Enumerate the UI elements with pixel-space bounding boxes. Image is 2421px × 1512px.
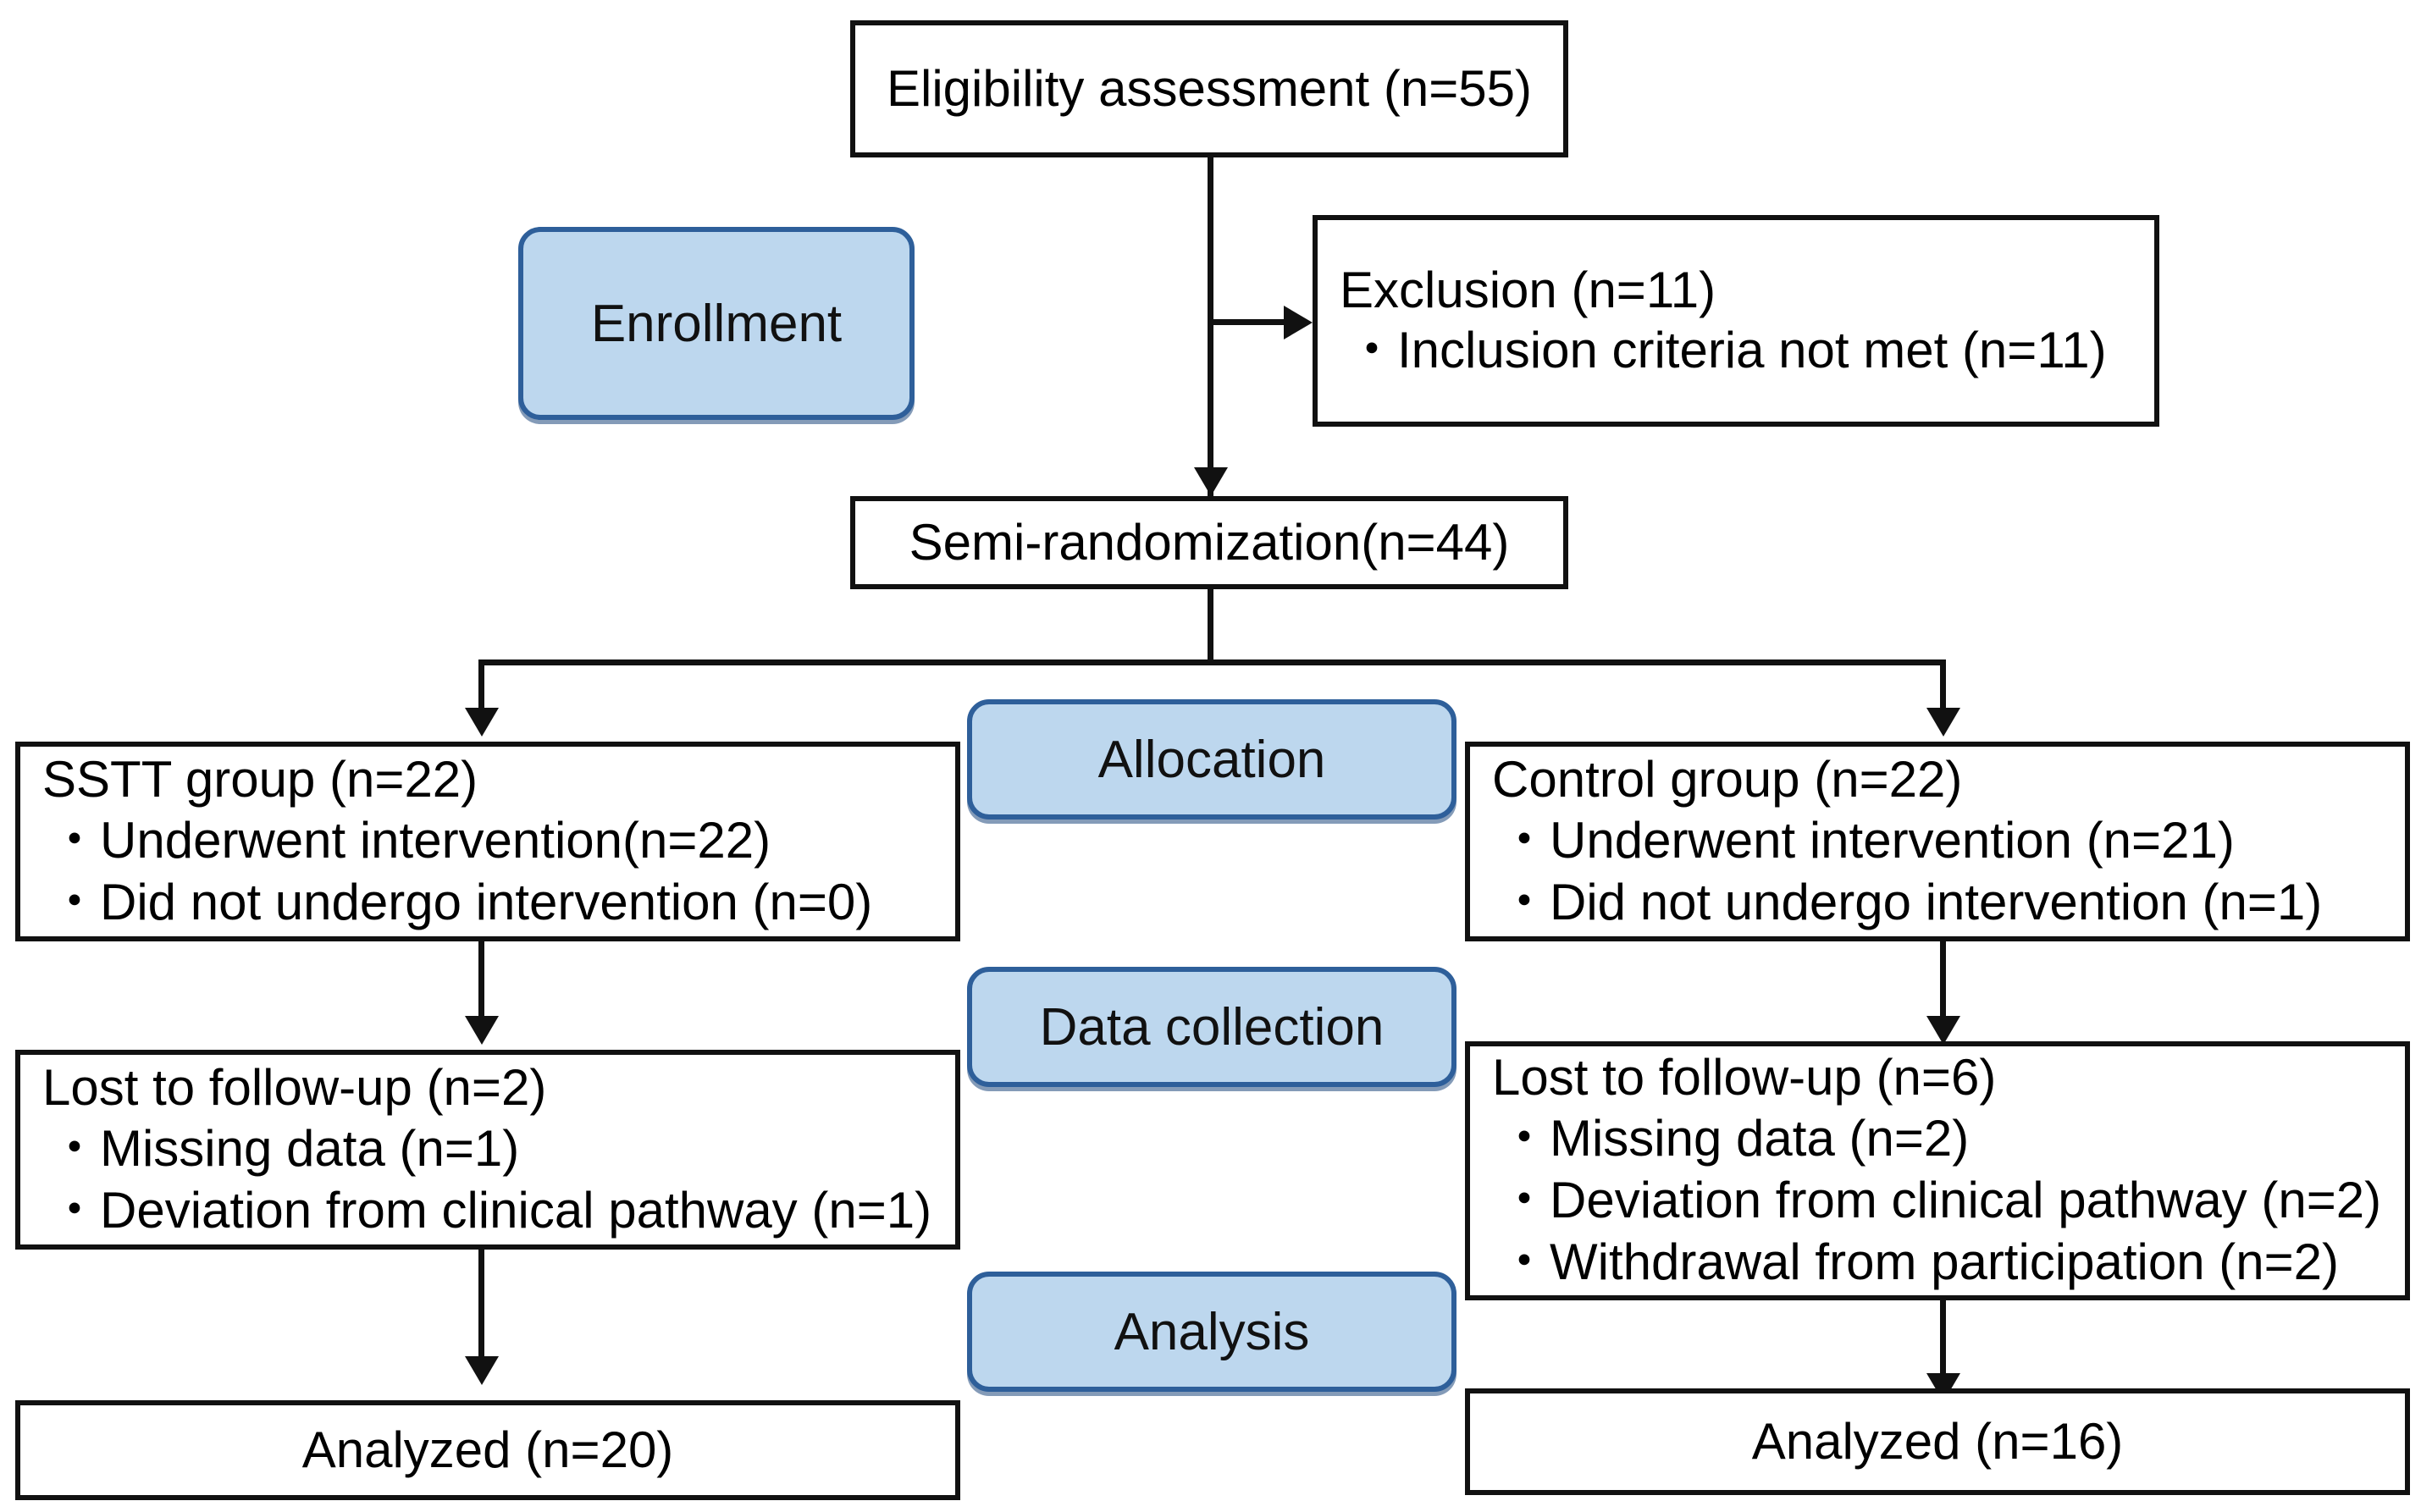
arrowhead-to-randomization bbox=[1194, 467, 1228, 496]
sstt-followup-title: Lost to follow-up (n=2) bbox=[42, 1059, 547, 1117]
eligibility-assessment-title: Eligibility assessment (n=55) bbox=[887, 60, 1532, 118]
control-allocation-title: Control group (n=22) bbox=[1492, 751, 1963, 808]
connector-randomization-stem bbox=[1208, 589, 1213, 662]
arrowhead-to-sstt-group bbox=[465, 708, 499, 737]
sstt-allocation-item-0: Underwent intervention(n=22) bbox=[20, 809, 955, 871]
stage-label-enrollment: Enrollment bbox=[518, 227, 915, 420]
connector-eligibility-to-randomization bbox=[1208, 157, 1213, 496]
connector-split-right-drop bbox=[1940, 659, 1946, 709]
semi-randomization-title: Semi-randomization(n=44) bbox=[909, 514, 1510, 571]
arrowhead-to-control-followup bbox=[1926, 1016, 1960, 1045]
node-control-followup: Lost to follow-up (n=6) Missing data (n=… bbox=[1465, 1041, 2410, 1300]
stage-label-analysis: Analysis bbox=[967, 1272, 1456, 1392]
connector-to-exclusion bbox=[1210, 319, 1303, 325]
sstt-allocation-title: SSTT group (n=22) bbox=[42, 751, 478, 808]
control-followup-item-0: Missing data (n=2) bbox=[1470, 1107, 2405, 1169]
node-control-analyzed: Analyzed (n=16) bbox=[1465, 1388, 2410, 1495]
node-control-allocation: Control group (n=22) Underwent intervent… bbox=[1465, 742, 2410, 941]
control-followup-title: Lost to follow-up (n=6) bbox=[1492, 1049, 1997, 1106]
node-semi-randomization: Semi-randomization(n=44) bbox=[850, 496, 1568, 589]
arrowhead-to-control-group bbox=[1926, 708, 1960, 737]
connector-sstt-allocation-to-followup bbox=[478, 941, 484, 1019]
connector-allocation-split-bar bbox=[478, 659, 1946, 665]
connector-sstt-followup-to-analyzed bbox=[478, 1250, 484, 1360]
sstt-analyzed-title: Analyzed (n=20) bbox=[301, 1421, 674, 1479]
stage-label-allocation: Allocation bbox=[967, 699, 1456, 819]
arrowhead-to-sstt-analyzed bbox=[465, 1356, 499, 1385]
control-followup-item-2: Withdrawal from participation (n=2) bbox=[1470, 1231, 2405, 1293]
stage-label-data-collection: Data collection bbox=[967, 967, 1456, 1087]
control-allocation-item-1: Did not undergo intervention (n=1) bbox=[1470, 871, 2405, 933]
connector-control-followup-to-analyzed bbox=[1940, 1300, 1946, 1377]
connector-split-left-drop bbox=[478, 659, 484, 709]
sstt-allocation-item-1: Did not undergo intervention (n=0) bbox=[20, 871, 955, 933]
control-followup-item-1: Deviation from clinical pathway (n=2) bbox=[1470, 1169, 2405, 1231]
sstt-followup-item-0: Missing data (n=1) bbox=[20, 1117, 955, 1179]
control-allocation-item-0: Underwent intervention (n=21) bbox=[1470, 809, 2405, 871]
node-eligibility-assessment: Eligibility assessment (n=55) bbox=[850, 20, 1568, 157]
arrowhead-to-sstt-followup bbox=[465, 1016, 499, 1045]
exclusion-title: Exclusion (n=11) bbox=[1340, 261, 1716, 318]
node-sstt-followup: Lost to follow-up (n=2) Missing data (n=… bbox=[15, 1050, 960, 1250]
connector-control-allocation-to-followup bbox=[1940, 941, 1946, 1019]
control-analyzed-title: Analyzed (n=16) bbox=[1751, 1413, 2124, 1471]
exclusion-item-0: Inclusion criteria not met (n=11) bbox=[1318, 319, 2154, 381]
arrowhead-to-exclusion bbox=[1284, 306, 1313, 339]
node-sstt-analyzed: Analyzed (n=20) bbox=[15, 1400, 960, 1500]
node-sstt-allocation: SSTT group (n=22) Underwent intervention… bbox=[15, 742, 960, 941]
node-exclusion: Exclusion (n=11) Inclusion criteria not … bbox=[1313, 215, 2159, 427]
sstt-followup-item-1: Deviation from clinical pathway (n=1) bbox=[20, 1179, 955, 1241]
